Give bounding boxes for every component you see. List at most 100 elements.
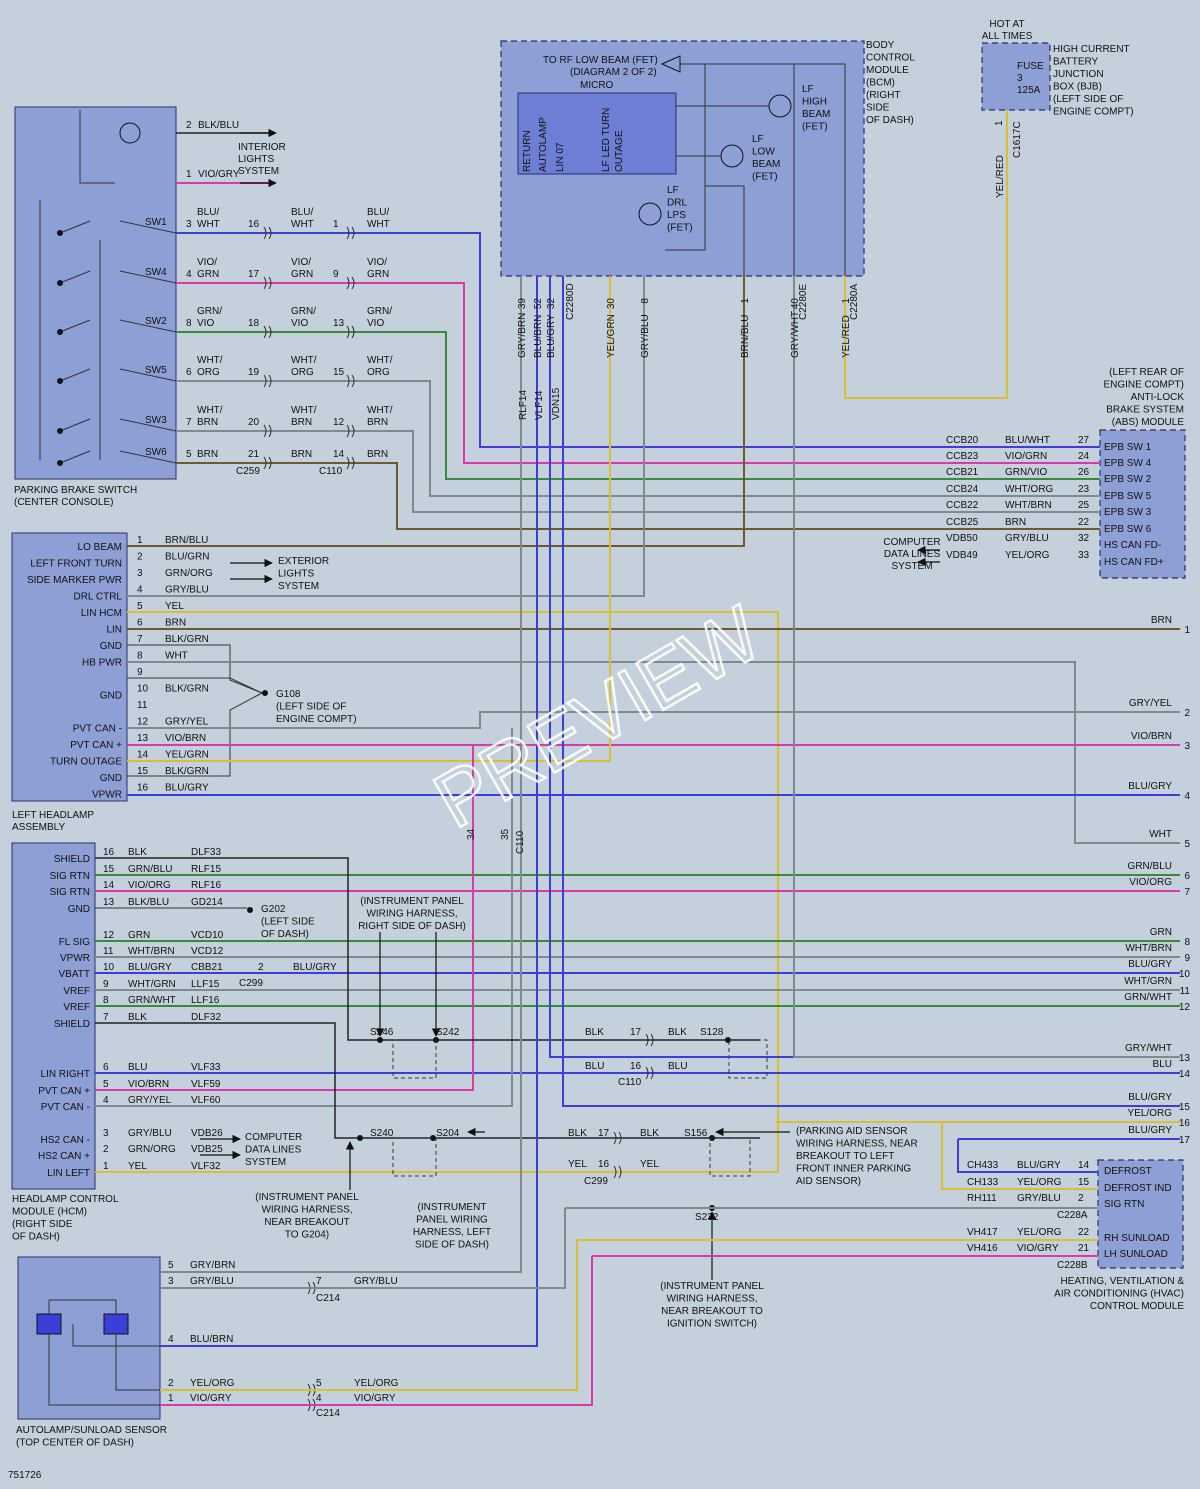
parking-brake-switch-box — [14, 106, 177, 480]
pin-label: 6 — [137, 618, 143, 629]
wire-epb-sw-2 — [176, 282, 1100, 464]
g108-label: ENGINE COMPT) — [276, 714, 357, 725]
offpage-number: 9 — [1184, 953, 1190, 964]
pin-label: 7 — [316, 1276, 322, 1287]
parking-brake-switch-label: (CENTER CONSOLE) — [14, 497, 113, 508]
circuit-label: RH111 — [967, 1193, 997, 1204]
circuit-label: VDB25 — [191, 1144, 223, 1155]
hcm-box — [11, 842, 96, 1190]
offpage-number: 6 — [1184, 871, 1190, 882]
fet-low-beam-label: (FET) — [752, 172, 778, 183]
wire-color-label: BLK — [128, 1012, 147, 1023]
offpage-wire-color: GRN — [1150, 927, 1172, 938]
wire-color-label: BLK/BLU — [128, 897, 169, 908]
wire-color-label: BLK — [568, 1128, 587, 1139]
wire-color-label: WHT/ — [291, 355, 317, 366]
wire-gry-brn — [160, 276, 522, 1273]
bjb-label: (LEFT SIDE OF — [1053, 94, 1123, 105]
offpage-wire-color: GRN/WHT — [1124, 992, 1172, 1003]
pin-label: 16 — [248, 219, 260, 230]
connector-label: C110 — [319, 466, 343, 477]
hvac-pin-name: DEFROST IND — [1104, 1183, 1172, 1194]
pin-label: 9 — [333, 269, 339, 280]
switch-node — [57, 460, 63, 466]
bcm-wire-color: YEL/GRN — [606, 314, 617, 358]
pin-label: 8 — [103, 995, 109, 1006]
pin-label: 32 — [1078, 533, 1090, 544]
pin-label: 15 — [333, 367, 345, 378]
connector-label: C2280E — [798, 284, 809, 320]
switch-contact — [119, 368, 177, 382]
wire-color-label: YEL — [640, 1159, 659, 1170]
splice-s128: S128 — [700, 1027, 724, 1038]
headlamp-pin-name: LIN HCM — [81, 608, 122, 619]
wire-color-label: BLK — [640, 1128, 659, 1139]
switch-contact — [119, 319, 177, 333]
wire-color-label: YEL — [165, 601, 184, 612]
ip-harness-left-label: PANEL WIRING — [416, 1215, 488, 1226]
abs-pin-name: EPB SW 5 — [1104, 491, 1152, 502]
ip-harness-g204-label: (INSTRUMENT PANEL — [255, 1192, 359, 1203]
connector-label: C214 — [316, 1293, 340, 1304]
bcm-pin: 52 — [533, 298, 544, 310]
switch-contact — [59, 450, 91, 464]
bcm-inner-pin: RETURN — [522, 130, 533, 172]
wire-yel-red — [844, 110, 1008, 399]
diagram-id: 751726 — [8, 1470, 42, 1481]
hcm-pin-name: VBATT — [59, 969, 90, 980]
connector-c259 — [263, 226, 272, 240]
splice-s204: S204 — [436, 1128, 460, 1139]
circuit-label: VH416 — [967, 1243, 998, 1254]
offpage-wire-color: VIO/ORG — [1129, 877, 1172, 888]
wire-color-label: BRN — [291, 417, 312, 428]
bcm-wire-color: BLU/BRN — [533, 315, 544, 358]
computer-data-lines-label: DATA LINES — [884, 549, 941, 560]
bjb-label: BATTERY — [1053, 57, 1099, 68]
left-headlamp-label: ASSEMBLY — [12, 822, 65, 833]
hcm-computer-data-lines: SYSTEM — [245, 1157, 286, 1168]
pin-label: 1 — [186, 169, 192, 180]
ip-harness-ignition-label: IGNITION SWITCH) — [667, 1319, 757, 1330]
hcm-pin-name: GND — [68, 904, 90, 915]
wire-color-label: GRY/YEL — [165, 717, 209, 728]
wire-color-label: BLK/GRN — [165, 766, 209, 777]
fet-low-beam-label: LOW — [752, 147, 775, 158]
wire-pvt-can-plus — [95, 745, 474, 1091]
circuit-label: CCB21 — [946, 467, 979, 478]
headlamp-pin-name: PVT CAN + — [70, 740, 122, 751]
hcm-pin-name: VREF — [63, 986, 90, 997]
hcm-label: HEADLAMP CONTROL — [12, 1194, 119, 1205]
wire-color-label: BRN — [367, 417, 388, 428]
bcm-pin: 1 — [841, 298, 852, 304]
ip-harness-right-label: (INSTRUMENT PANEL — [360, 896, 464, 907]
wire-color-label: BRN — [165, 618, 186, 629]
circuit-label: VLF32 — [191, 1161, 221, 1172]
wire-color-label: BLK — [585, 1027, 604, 1038]
circuit-label: RLF15 — [191, 864, 221, 875]
exterior-lights-label: EXTERIOR — [278, 556, 329, 567]
circuit-label: VLF14 — [534, 390, 545, 420]
offpage-number: 5 — [1184, 839, 1190, 850]
wire-color-label: WHT — [367, 219, 390, 230]
wire-color-label: WHT — [165, 651, 188, 662]
pin-label: 9 — [137, 667, 143, 678]
wire-color-label: VIO/BRN — [165, 733, 206, 744]
offpage-number: 14 — [1179, 1069, 1191, 1080]
wire-color-label: BLU — [585, 1061, 604, 1072]
pin-label: 3 — [168, 1276, 174, 1287]
connector-c259 — [263, 276, 272, 290]
wire-color-label: BLK/GRN — [165, 684, 209, 695]
pin-label: 27 — [1078, 435, 1090, 446]
pin-label: 2 — [186, 120, 192, 131]
circuit-label: VH417 — [967, 1227, 998, 1238]
hcm-pin-name: VPWR — [60, 953, 90, 964]
wire-color-label: BLU/GRN — [165, 552, 209, 563]
wire-color-label: YEL/ORG — [1017, 1177, 1062, 1188]
wire-color-label: GRN/ORG — [165, 568, 213, 579]
circuit-label: CCB24 — [946, 484, 979, 495]
connector-c259 — [263, 456, 272, 470]
parking-aid-harness-label: AID SENSOR) — [796, 1176, 861, 1187]
wire-color-label: ORG — [291, 367, 314, 378]
bjb-hot-at-all-times: HOT AT — [989, 19, 1024, 30]
abs-pin-name: EPB SW 2 — [1104, 474, 1152, 485]
